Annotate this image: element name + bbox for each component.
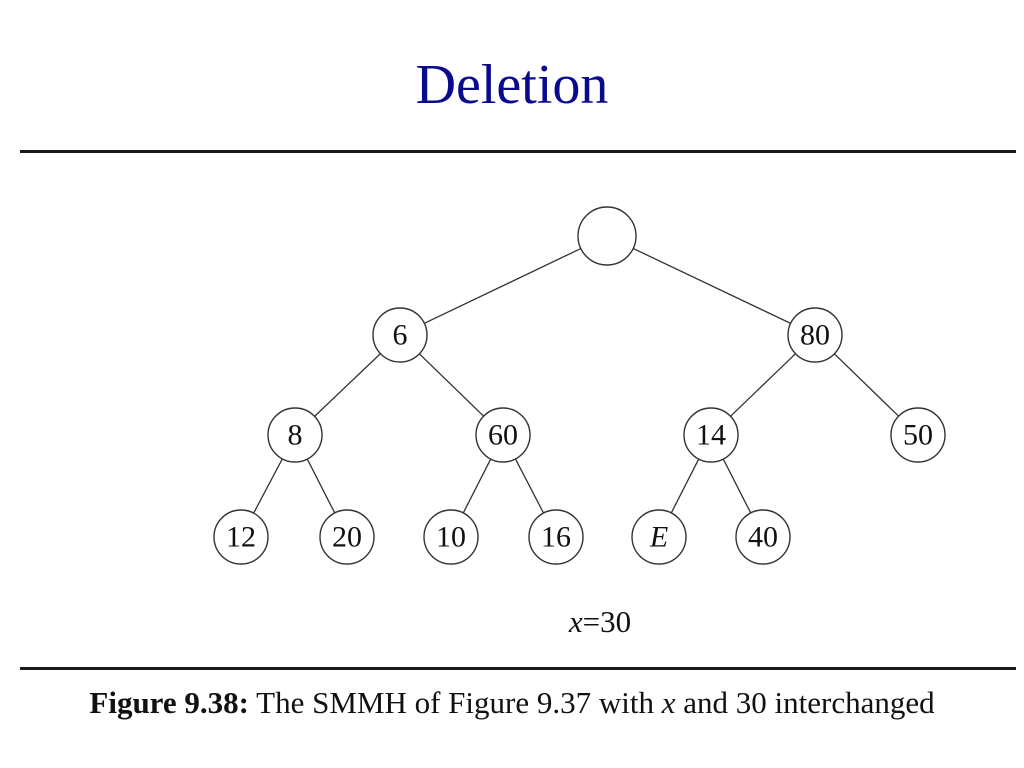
- node-label: 50: [903, 419, 933, 452]
- tree-edge: [306, 458, 336, 514]
- node-label: 80: [800, 319, 830, 352]
- caption-variable: x: [661, 685, 676, 720]
- slide-title: Deletion: [415, 54, 609, 116]
- caption-text-after: and 30 interchanged: [675, 685, 935, 720]
- node-label: 8: [288, 419, 303, 452]
- node-circle: [423, 509, 479, 565]
- tree-node-80: 80: [787, 307, 843, 363]
- tree-edge: [424, 247, 583, 324]
- node-label: 20: [332, 521, 362, 554]
- tree-edge: [670, 458, 700, 514]
- x-variable: x: [568, 604, 583, 639]
- node-label: 6: [393, 319, 408, 352]
- node-circle: [475, 407, 531, 463]
- node-label: 12: [226, 521, 256, 554]
- node-circle: [528, 509, 584, 565]
- tree-edge: [631, 247, 791, 324]
- tree-edge: [833, 353, 900, 417]
- tree-edge: [730, 353, 796, 417]
- node-label: E: [649, 521, 668, 554]
- node-circle: [890, 407, 946, 463]
- caption-text-before: The SMMH of Figure 9.37 with: [248, 685, 662, 720]
- node-circle: [267, 407, 323, 463]
- tree-edge: [722, 458, 752, 514]
- tree-node-e: E: [631, 509, 687, 565]
- tree-nodes: 6 80 8 60 14 50 12 20 10 16 E 40: [213, 206, 946, 565]
- x-value: =30: [582, 604, 632, 639]
- tree-edge: [314, 353, 381, 417]
- tree-edge: [253, 458, 283, 514]
- node-label: 10: [436, 521, 466, 554]
- node-circle: [735, 509, 791, 565]
- tree-node-60: 60: [475, 407, 531, 463]
- tree-edge: [462, 458, 492, 514]
- tree-node-6: 6: [372, 307, 428, 363]
- caption-label: Figure 9.38:: [89, 685, 249, 720]
- node-label: 60: [488, 419, 518, 452]
- node-label: 14: [696, 419, 726, 452]
- node-circle: [577, 206, 637, 266]
- node-circle: [683, 407, 739, 463]
- node-circle: [787, 307, 843, 363]
- node-circle: [372, 307, 428, 363]
- tree-node-12: 12: [213, 509, 269, 565]
- tree-node-14: 14: [683, 407, 739, 463]
- tree-node-10: 10: [423, 509, 479, 565]
- tree-node-16: 16: [528, 509, 584, 565]
- tree-edge: [418, 353, 485, 417]
- bottom-divider: [20, 667, 1016, 670]
- tree-node-empty: [577, 206, 637, 266]
- tree-node-20: 20: [319, 509, 375, 565]
- node-circle: [319, 509, 375, 565]
- tree-edges: [253, 247, 900, 514]
- top-divider: [20, 150, 1016, 153]
- figure-caption: Figure 9.38: The SMMH of Figure 9.37 wit…: [0, 685, 1024, 721]
- tree-node-8: 8: [267, 407, 323, 463]
- x-value-note: x=30: [530, 604, 670, 640]
- tree-edge: [514, 458, 545, 514]
- node-circle: [213, 509, 269, 565]
- tree-node-40: 40: [735, 509, 791, 565]
- node-label: 16: [541, 521, 571, 554]
- node-circle: [631, 509, 687, 565]
- tree-node-50: 50: [890, 407, 946, 463]
- node-label: 40: [748, 521, 778, 554]
